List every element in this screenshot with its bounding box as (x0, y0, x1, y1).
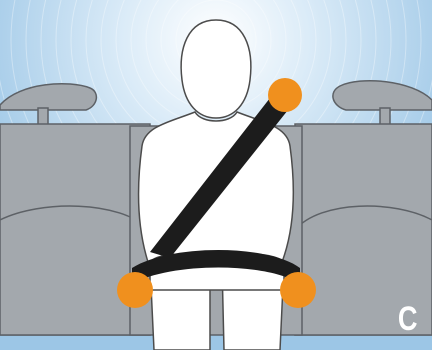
figure-head (181, 20, 251, 118)
right-hip-anchor-icon (280, 272, 316, 308)
shoulder-anchor-icon (268, 78, 302, 112)
left-hip-anchor-icon (117, 272, 153, 308)
panel-letter: C (398, 302, 418, 336)
left-seat-panel (0, 206, 150, 335)
